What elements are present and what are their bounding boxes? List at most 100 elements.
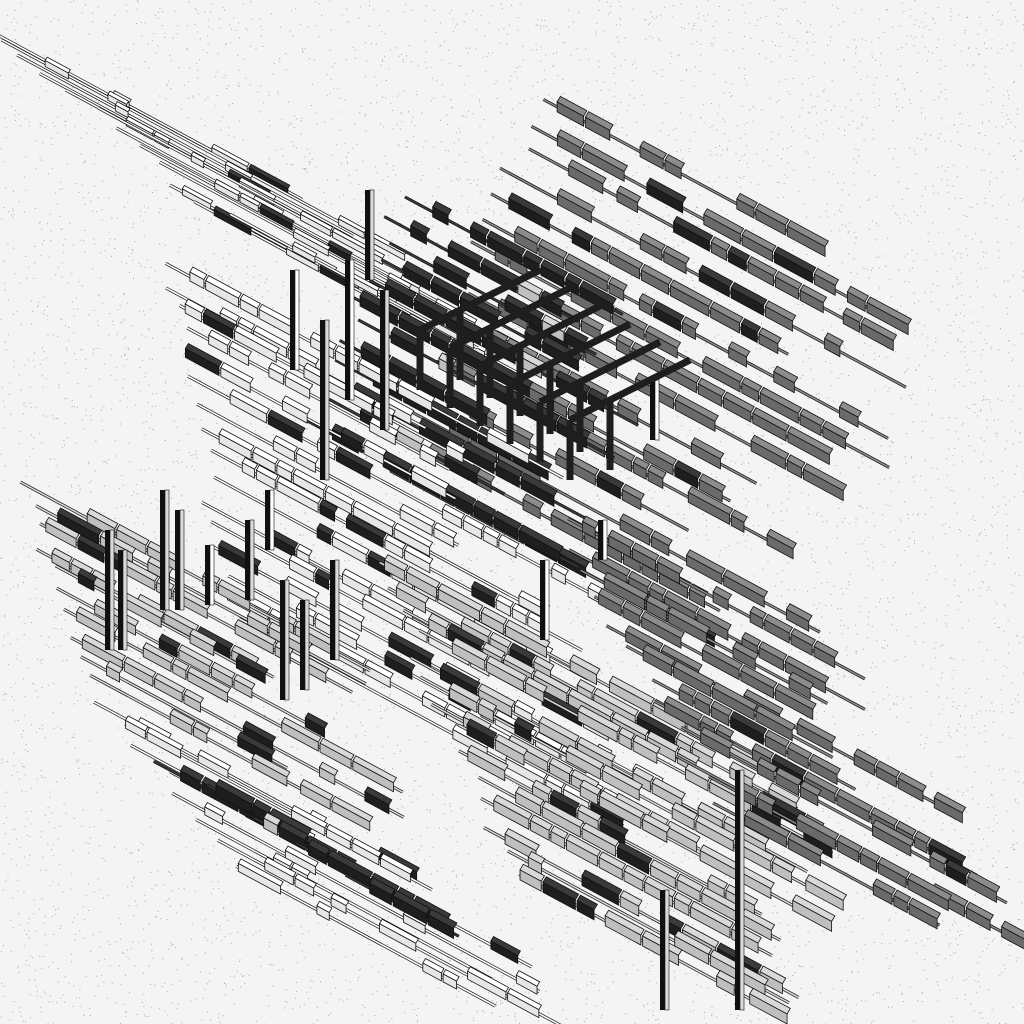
- bar-segment-top: [508, 192, 554, 221]
- bar-segment-top: [237, 316, 256, 331]
- vertical-post-face: [334, 559, 340, 661]
- bar-segment-top: [351, 837, 383, 858]
- bar-segment-top: [795, 812, 840, 841]
- bar-segment-top: [205, 275, 242, 299]
- bar-segment-top: [364, 659, 394, 680]
- bar-segment-top: [449, 681, 481, 704]
- bar-segment-top: [759, 965, 787, 985]
- bar-segment-top: [672, 660, 715, 688]
- bar-segment-top: [598, 851, 627, 871]
- bar-segment-top: [860, 317, 898, 342]
- vertical-post: [245, 520, 250, 600]
- bar-segment-top: [646, 177, 687, 204]
- bar-segment-top: [859, 847, 881, 863]
- bar-segment-top: [169, 708, 196, 727]
- bar-segment-top: [619, 890, 643, 907]
- bar-segment-top: [307, 838, 331, 856]
- bar-segment-top: [181, 185, 214, 205]
- bar-segment-top: [380, 853, 414, 875]
- bar-segment-top: [268, 362, 288, 377]
- bar-segment-top: [736, 192, 758, 209]
- bar-segment-top: [773, 365, 799, 384]
- vertical-post-face: [209, 544, 215, 606]
- bar-segment-top: [330, 892, 350, 907]
- vertical-post: [290, 270, 295, 370]
- bar-segment-top: [189, 628, 218, 648]
- bar-segment-top: [418, 417, 466, 447]
- bar-segment-top: [707, 874, 729, 890]
- bar-segment-top: [292, 241, 318, 258]
- bar-segment-top: [523, 249, 544, 265]
- bar-segment-top: [743, 688, 784, 715]
- bar-segment-top: [870, 807, 899, 827]
- bar-segment-top: [551, 562, 569, 576]
- bar-segment-top: [651, 777, 686, 800]
- bar-segment-top: [756, 757, 778, 773]
- bar-segment-top: [764, 613, 794, 634]
- bar-segment-top: [639, 232, 666, 252]
- bar-segment-top: [511, 602, 530, 617]
- bar-segment-top: [871, 819, 915, 847]
- bar-segment-top: [202, 308, 237, 331]
- bar-segment-top: [611, 711, 650, 737]
- bar-segment-top: [433, 521, 458, 539]
- bar-segment-top: [462, 514, 485, 531]
- bar-segment-top: [747, 256, 778, 277]
- bar-segment-top: [550, 825, 569, 840]
- vertical-post-face: [164, 489, 170, 611]
- bar-segment-top: [124, 715, 149, 732]
- bar-segment-top: [836, 788, 874, 813]
- bar-segment-top: [427, 908, 458, 929]
- bar-segment-top: [264, 856, 297, 878]
- bar-segment-top: [786, 454, 806, 469]
- bar-segment-top: [686, 549, 726, 575]
- bar-segment-top: [676, 746, 700, 764]
- bar-segment-top: [681, 316, 700, 330]
- bar-segment-top: [304, 712, 329, 729]
- bar-segment-top: [224, 160, 254, 179]
- bar-segment-top: [530, 814, 554, 831]
- bar-segment-top: [493, 510, 522, 530]
- bar-segment-top: [411, 465, 450, 490]
- bar-segment-top: [615, 333, 634, 348]
- bar-segment-top: [732, 641, 760, 661]
- bar-segment-top: [669, 279, 713, 307]
- bar-segment-top: [691, 740, 717, 759]
- vertical-post: [175, 510, 180, 610]
- vertical-post-face: [602, 519, 608, 561]
- bar-segment-top: [486, 655, 528, 683]
- bar-segment-top: [290, 804, 329, 829]
- bar-segment-top: [690, 437, 725, 460]
- bar-segment-top: [486, 230, 526, 256]
- bar-segment-top: [272, 852, 294, 867]
- bar-segment-top: [641, 611, 685, 639]
- bar-segment-top: [758, 641, 788, 661]
- bar-segment-top: [744, 809, 791, 839]
- bar-segment-top: [678, 683, 697, 698]
- bar-segment-top: [462, 441, 499, 465]
- bar-segment-top: [565, 833, 602, 857]
- bar-segment-top: [728, 341, 751, 358]
- bar-segment-top: [319, 737, 355, 761]
- bar-segment-top: [123, 656, 157, 678]
- bar-segment-top: [252, 325, 290, 349]
- bar-segment-top: [187, 666, 232, 694]
- bar-segment-top: [300, 778, 334, 801]
- bar-segment-top: [331, 795, 374, 823]
- bar-segment-top: [44, 56, 71, 74]
- bar-segment-top: [413, 293, 449, 317]
- bar-segment-top: [666, 820, 701, 844]
- dark-lattice: [416, 266, 692, 480]
- bar-segment-top: [107, 90, 130, 105]
- bar-segment-top: [395, 581, 430, 604]
- bar-segment-top: [259, 203, 295, 226]
- bar-segment-top: [771, 753, 807, 777]
- bar-segment-top: [576, 894, 598, 911]
- bar-segment-top: [752, 407, 790, 432]
- bar-segment-top: [294, 873, 317, 889]
- bar-segment-top: [598, 587, 626, 607]
- bar-segment-top: [184, 298, 206, 314]
- bar-segment-top: [439, 662, 481, 689]
- bar-segment-top: [875, 760, 901, 778]
